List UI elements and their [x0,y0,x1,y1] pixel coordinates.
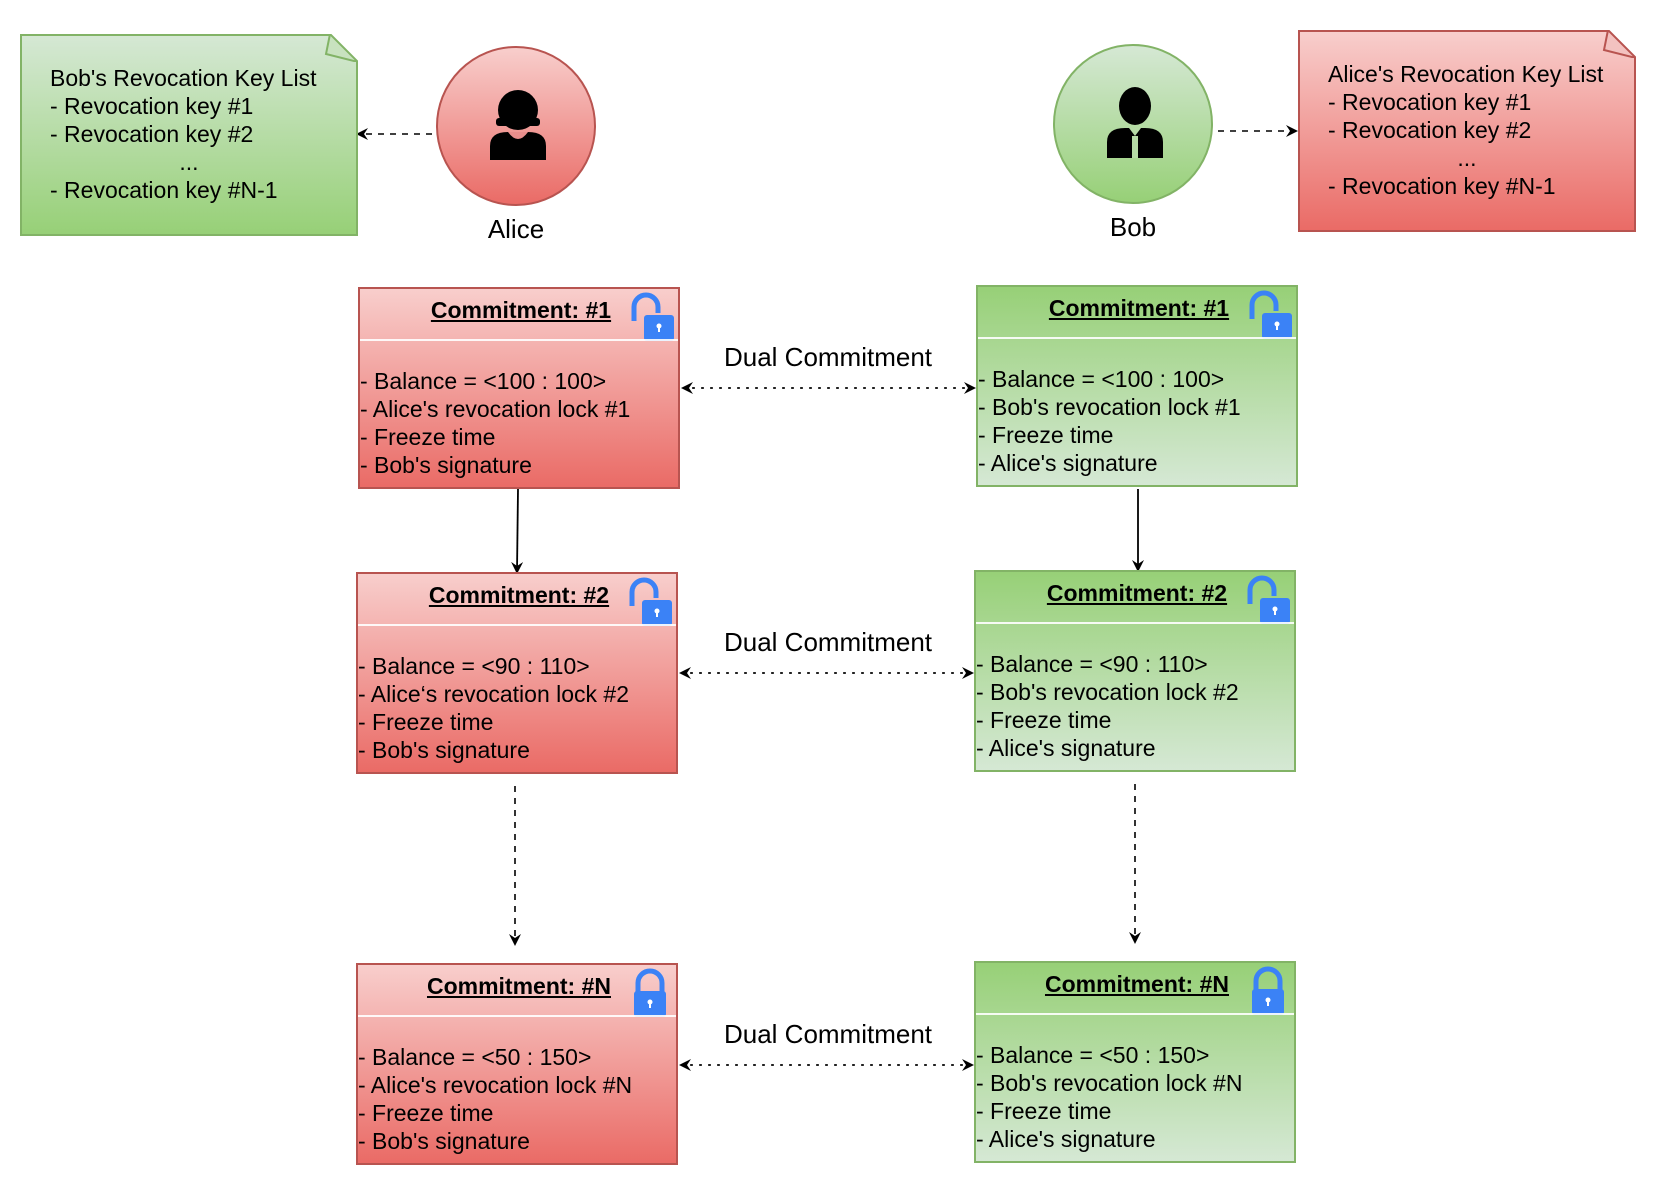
unlocked-padlock-icon [631,292,674,341]
commitment-title: Commitment: #N [426,973,611,999]
man-user-icon [1107,87,1163,158]
bob-avatar [1053,44,1213,204]
unlocked-padlock-icon [629,577,672,626]
commitment-line: - Freeze time [358,709,494,735]
commitment-line: - Alice's revocation lock #N [358,1072,633,1098]
note-item: - Revocation key #1 [1328,89,1532,115]
note-item: - Revocation key #N-1 [50,177,278,203]
locked-padlock-icon [634,968,666,1017]
alice-commitment-n: Commitment: #N - Balance = <50 : 150> - … [356,963,678,1165]
commitment-line: - Alice's signature [978,450,1158,476]
commitment-title: Commitment: #1 [1048,295,1230,321]
card-separator [358,1015,676,1017]
alice-c1-to-c2-arrow [511,488,524,574]
commitment-line: - Alice's signature [976,1126,1156,1152]
dual-commitment-label-2: Dual Commitment [723,627,933,657]
unlocked-padlock-icon [1247,575,1290,624]
commitment-line: - Alice‘s revocation lock #2 [358,681,630,707]
commitment-line: - Balance = <100 : 100> [978,366,1225,392]
commitment-line: - Alice's revocation lock #1 [360,396,631,422]
commitment-title: Commitment: #N [1044,971,1229,997]
dual-commitment-label-1: Dual Commitment [723,342,933,372]
commitment-line: - Freeze time [358,1100,494,1126]
alice-label: Alice [487,214,545,244]
commitment-line: - Bob's signature [358,737,530,763]
note-ellipsis: ... [179,149,199,175]
commitment-line: - Alice's signature [976,735,1156,761]
note-item: - Revocation key #2 [50,121,254,147]
commitment-line: - Freeze time [978,422,1114,448]
card-separator [976,1013,1294,1015]
alice-commitment-2: Commitment: #2 - Balance = <90 : 110> - … [356,572,678,774]
commitment-line: - Balance = <90 : 110> [976,651,1208,677]
commitment-line: - Balance = <100 : 100> [360,368,607,394]
woman-user-icon [490,90,546,160]
note-ellipsis: ... [1457,145,1477,171]
commitment-line: - Bob's signature [360,452,532,478]
commitment-body: - Balance = <100 : 100> - Alice's revoca… [360,367,630,479]
commitment-line: - Bob's revocation lock #N [976,1070,1243,1096]
commitment-line: - Bob's revocation lock #2 [976,679,1239,705]
alice-avatar [436,46,596,206]
commitment-title: Commitment: #2 [1046,580,1228,606]
commitment-line: - Freeze time [976,707,1112,733]
commitment-line: - Balance = <50 : 150> [976,1042,1210,1068]
commitment-body: - Balance = <90 : 110> - Bob's revocatio… [976,650,1239,762]
card-separator [360,339,678,341]
note-item: - Revocation key #N-1 [1328,173,1556,199]
dual-commitment-label-n: Dual Commitment [723,1019,933,1049]
bob-commitment-2: Commitment: #2 - Balance = <90 : 110> - … [974,570,1296,772]
commitment-body: - Balance = <50 : 150> - Bob's revocatio… [976,1041,1242,1153]
note-title: Alice's Revocation Key List [1328,61,1604,87]
alice-revocation-key-list-note: Alice's Revocation Key List - Revocation… [1298,30,1636,232]
commitment-body: - Balance = <50 : 150> - Alice's revocat… [358,1043,632,1155]
note-item: - Revocation key #1 [50,93,254,119]
bob-commitment-1: Commitment: #1 - Balance = <100 : 100> -… [976,285,1298,487]
bob-commitment-n: Commitment: #N - Balance = <50 : 150> - … [974,961,1296,1163]
card-separator [358,624,676,626]
commitment-body: - Balance = <100 : 100> - Bob's revocati… [978,365,1241,477]
card-separator [978,337,1296,339]
commitment-title: Commitment: #2 [428,582,610,608]
unlocked-padlock-icon [1249,290,1292,339]
bob-revocation-key-list-note: Bob's Revocation Key List - Revocation k… [20,34,358,236]
commitment-line: - Bob's signature [358,1128,530,1154]
card-separator [976,622,1294,624]
alice-commitment-1: Commitment: #1 - Balance = <100 : 100> -… [358,287,680,489]
note-item: - Revocation key #2 [1328,117,1532,143]
note-fold-icon [1602,30,1636,58]
bob-label: Bob [1109,212,1157,242]
commitment-line: - Freeze time [360,424,496,450]
commitment-line: - Balance = <90 : 110> [358,653,590,679]
commitment-line: - Freeze time [976,1098,1112,1124]
note-fold-icon [324,34,358,62]
commitment-title: Commitment: #1 [430,297,612,323]
locked-padlock-icon [1252,966,1284,1015]
commitment-line: - Bob's revocation lock #1 [978,394,1241,420]
commitment-body: - Balance = <90 : 110> - Alice‘s revocat… [358,652,629,764]
note-title: Bob's Revocation Key List [50,65,317,91]
commitment-line: - Balance = <50 : 150> [358,1044,592,1070]
